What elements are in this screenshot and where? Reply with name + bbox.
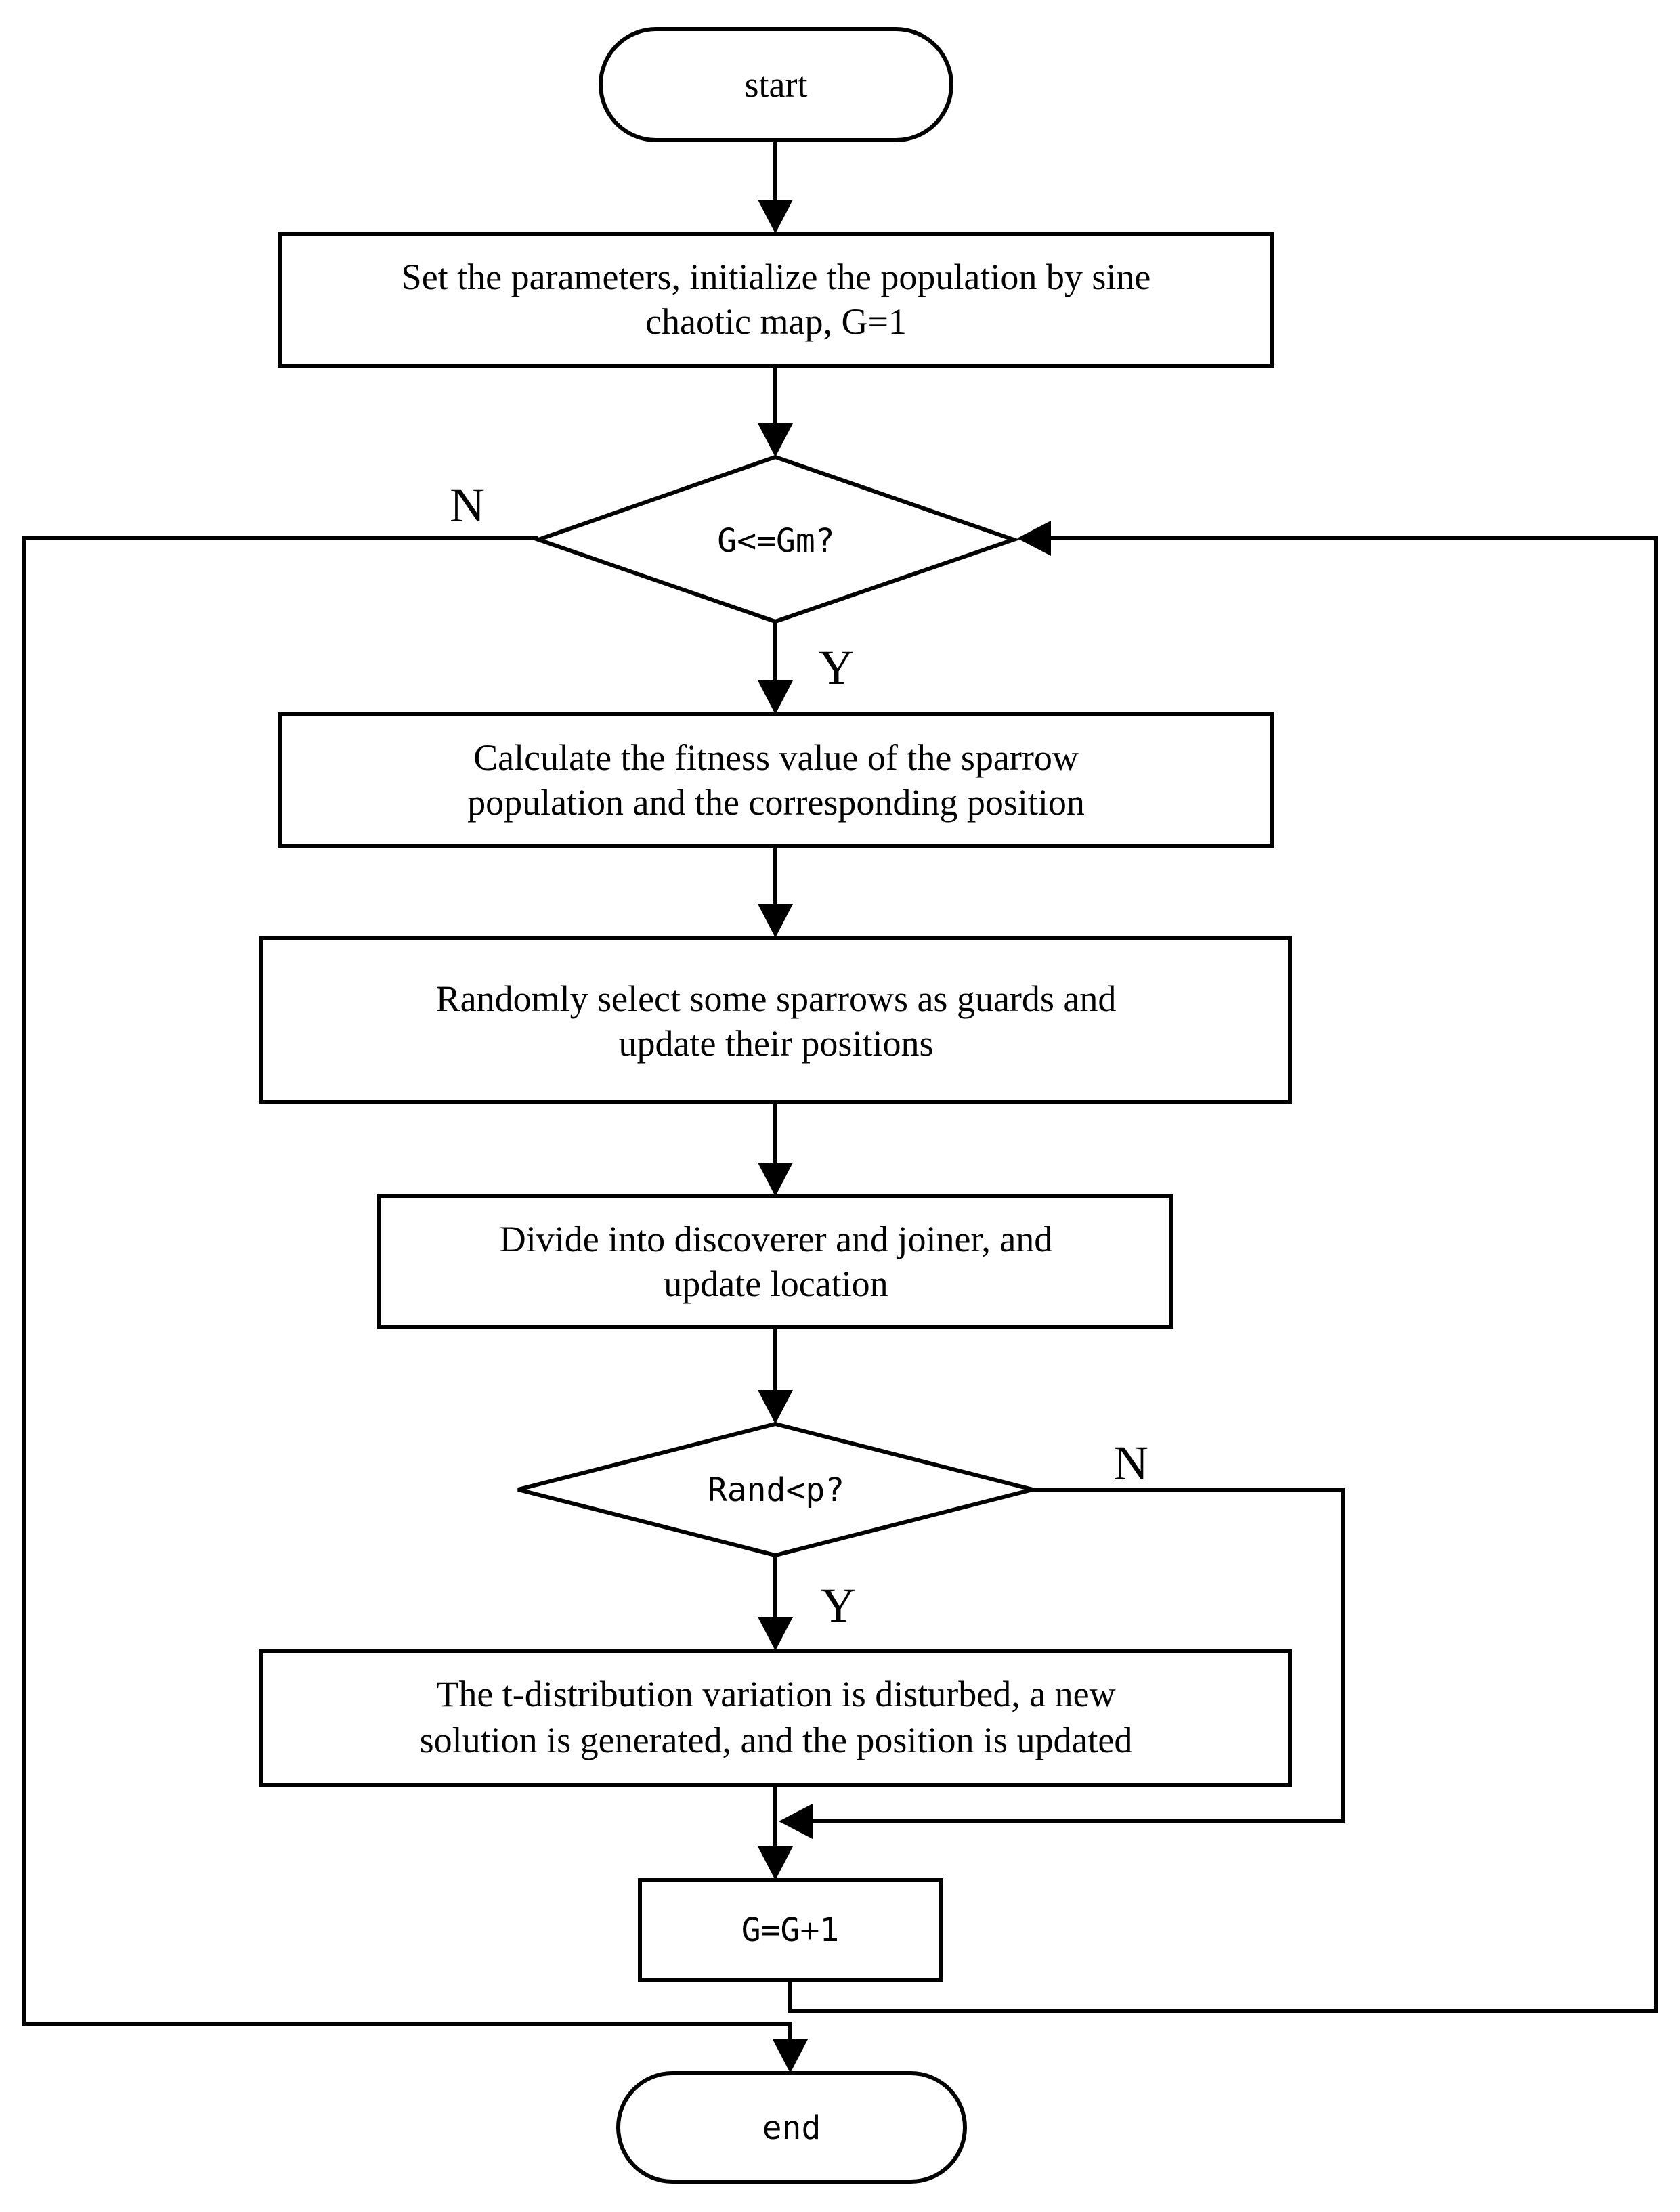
init-process: Set the parameters, initialize the popul… (278, 232, 1274, 368)
guards-line-1: Randomly select some sparrows as guards … (436, 978, 1117, 1019)
guards-process: Randomly select some sparrows as guards … (259, 936, 1292, 1104)
fitness-line-1: Calculate the fitness value of the sparr… (473, 737, 1079, 778)
increment-label: G=G+1 (741, 1911, 840, 1949)
loop-yes-label: Y (819, 641, 854, 695)
fitness-process: Calculate the fitness value of the sparr… (278, 712, 1274, 848)
loop-condition-label: G<=Gm? (717, 522, 834, 560)
start-label: start (745, 64, 808, 105)
start-terminal: start (599, 27, 953, 142)
t-distribution-line-2: solution is generated, and the position … (420, 1720, 1133, 1760)
t-distribution-line-1: The t-distribution variation is disturbe… (436, 1674, 1115, 1714)
rand-condition-label: Rand<p? (708, 1471, 844, 1509)
connectors (22, 140, 1658, 2073)
rand-yes-label: Y (821, 1578, 856, 1632)
init-line-2: chaotic map, G=1 (645, 301, 907, 342)
end-label: end (762, 2109, 821, 2147)
t-distribution-process: The t-distribution variation is disturbe… (259, 1649, 1292, 1787)
guards-line-2: update their positions (619, 1023, 934, 1064)
divide-line-1: Divide into discoverer and joiner, and (500, 1219, 1053, 1259)
loop-condition-decision: G<=Gm? (532, 454, 1020, 624)
init-line-1: Set the parameters, initialize the popul… (402, 257, 1151, 297)
rand-condition-decision: Rand<p? (517, 1421, 1033, 1558)
increment-process: G=G+1 (638, 1878, 943, 1982)
fitness-line-2: population and the corresponding positio… (467, 782, 1085, 823)
loop-no-label: N (450, 478, 485, 532)
divide-process: Divide into discoverer and joiner, and u… (377, 1194, 1173, 1329)
rand-no-label: N (1113, 1436, 1148, 1490)
end-terminal: end (616, 2071, 967, 2184)
divide-line-2: update location (664, 1263, 888, 1304)
